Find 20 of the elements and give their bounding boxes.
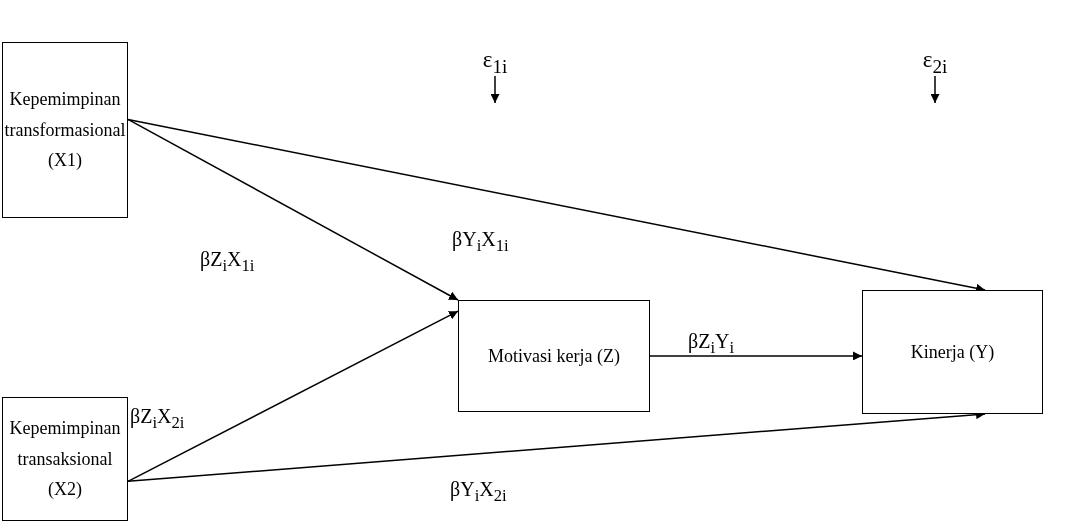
variable-box (458, 300, 650, 412)
box-label: Motivasi kerja (Z) (488, 344, 620, 368)
edge-label: βZ$_{i}$Y$_{i}$ (688, 330, 735, 358)
arrow (490, 75, 500, 104)
edge-label: βY$_{i}$X$_{2i}$ (450, 478, 507, 506)
arrow (127, 118, 459, 301)
arrow (930, 75, 940, 104)
box-label: Kepemimpinan transformasional (X1) (3, 88, 127, 173)
edge-label: βY$_{i}$X$_{1i}$ (452, 228, 509, 256)
variable-box (862, 290, 1043, 414)
edge-label: βZ$_{i}$X$_{1i}$ (200, 248, 255, 276)
variable-box (2, 42, 128, 218)
error-term: ε$_{1i}$ (482, 46, 508, 79)
error-term: ε$_{2i}$ (922, 46, 948, 79)
arrow (127, 310, 459, 483)
box-label: Kepemimpinan transaksional (X2) (8, 417, 122, 502)
box-label: Kinerja (Y) (910, 340, 995, 364)
variable-box (2, 397, 128, 521)
edge-label: βZ$_{i}$X$_{2i}$ (130, 405, 185, 433)
arrow (649, 351, 863, 361)
